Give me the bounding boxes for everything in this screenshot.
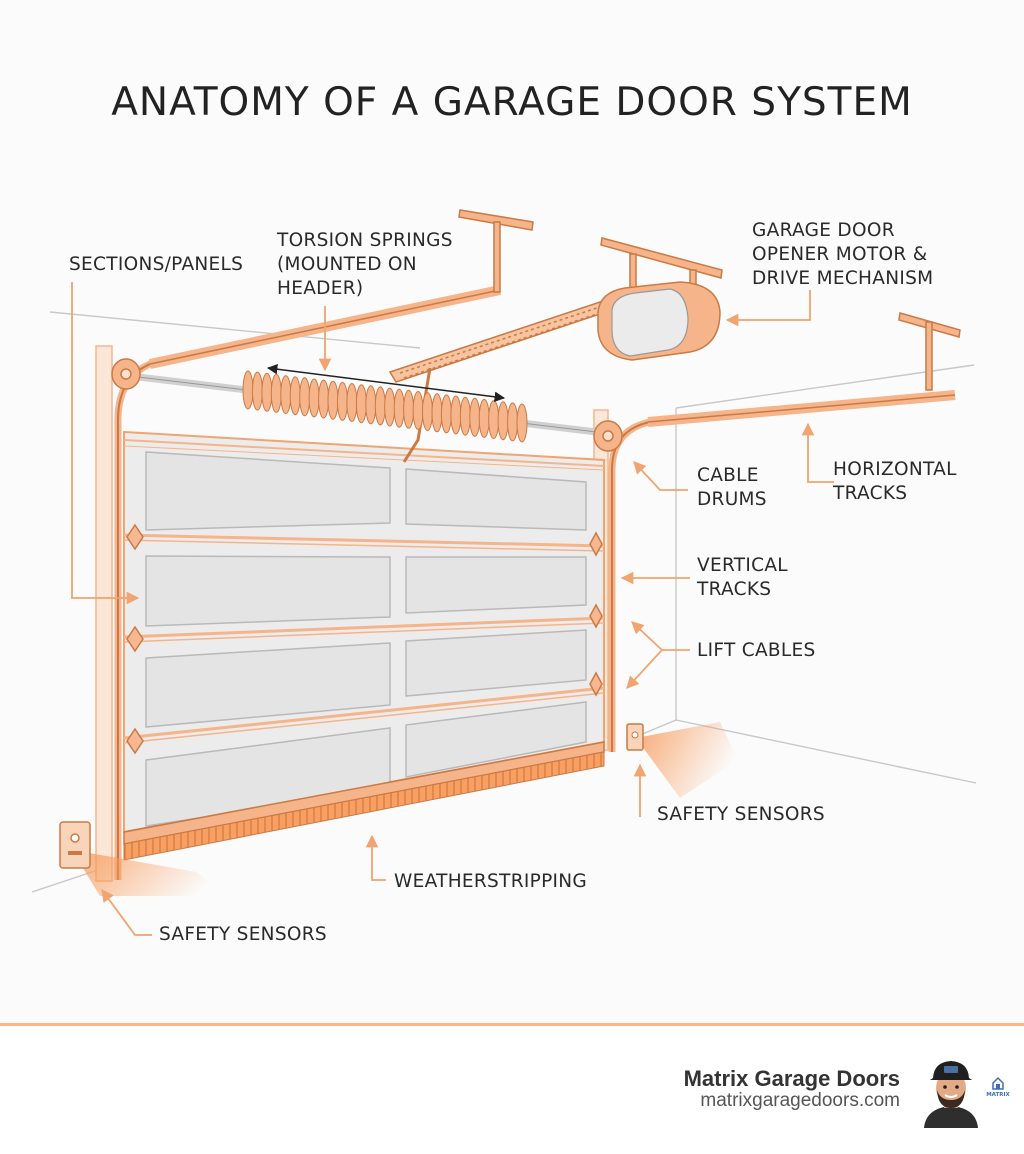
- spring-coil: [308, 378, 320, 418]
- label-line: DRIVE MECHANISM: [752, 268, 934, 289]
- label-text: SAFETY SENSORS: [657, 804, 825, 825]
- wall-lines: [31, 311, 977, 893]
- spring-coil: [318, 379, 330, 419]
- label-text: SECTIONS/PANELS: [69, 254, 244, 275]
- spring-coil: [365, 385, 377, 425]
- spring-coil: [450, 395, 462, 435]
- label-line: TORSION SPRINGS: [277, 230, 453, 251]
- label-line: HORIZONTAL: [833, 459, 957, 480]
- spring-coil: [422, 392, 433, 432]
- spring-coil: [516, 403, 528, 443]
- label-line: (MOUNTED ON: [277, 254, 417, 275]
- avatar: [924, 1061, 978, 1128]
- spring-coil: [469, 397, 481, 437]
- hinges: [126, 523, 603, 755]
- spring-coil: [242, 370, 254, 410]
- label-line: TRACKS: [833, 483, 908, 504]
- torsion-spring: [129, 370, 606, 443]
- label-sections-panels: SECTIONS/PANELS: [69, 253, 243, 277]
- brand-logo-badge: MATRIX: [986, 1076, 1011, 1098]
- spring-coil: [478, 398, 490, 438]
- label-line: CABLE: [697, 465, 759, 486]
- spring-coil: [431, 393, 443, 433]
- label-weatherstripping: WEATHERSTRIPPING: [394, 870, 587, 894]
- spring-coil: [393, 388, 405, 428]
- brand-url: matrixgaragedoors.com: [700, 1090, 900, 1111]
- spring-coil: [270, 373, 282, 413]
- cable-drums: [111, 358, 623, 452]
- spring-coil: [289, 376, 301, 416]
- spring-coil: [280, 375, 292, 415]
- label-cable-drums: CABLE DRUMS: [697, 464, 767, 512]
- weatherstripping-strip: [123, 741, 605, 861]
- label-line: HEADER): [277, 278, 364, 299]
- label-horizontal-tracks: HORIZONTAL TRACKS: [833, 458, 957, 506]
- label-torsion-springs: TORSION SPRINGS (MOUNTED ON HEADER): [277, 229, 453, 301]
- spring-coil: [355, 384, 367, 424]
- spring-coil: [488, 400, 500, 440]
- garage-door-panels: [123, 430, 605, 834]
- spring-coil: [507, 402, 519, 442]
- brand-name: Matrix Garage Doors: [683, 1066, 900, 1091]
- spring-coil: [403, 389, 415, 429]
- label-text: SAFETY SENSORS: [159, 924, 327, 945]
- label-line: GARAGE DOOR: [752, 220, 895, 241]
- label-vertical-tracks: VERTICAL TRACKS: [697, 554, 788, 602]
- spring-coil: [497, 401, 509, 441]
- footer-divider: [0, 1023, 1024, 1026]
- label-safety-sensors-left: SAFETY SENSORS: [159, 923, 327, 947]
- label-text: WEATHERSTRIPPING: [394, 871, 588, 892]
- spring-coil: [337, 381, 348, 421]
- label-line: OPENER MOTOR &: [752, 244, 928, 265]
- label-line: DRUMS: [697, 489, 767, 510]
- leader-arrows: [71, 282, 834, 936]
- label-lift-cables: LIFT CABLES: [697, 639, 816, 663]
- spring-coil: [384, 387, 396, 427]
- opener-motor: [597, 281, 721, 361]
- spring-coil: [459, 396, 471, 436]
- page-title: ANATOMY OF A GARAGE DOOR SYSTEM: [111, 80, 913, 125]
- label-line: TRACKS: [697, 579, 772, 600]
- spring-coil: [251, 371, 263, 411]
- spring-span-arrow: [266, 363, 506, 403]
- label-safety-sensors-right: SAFETY SENSORS: [657, 803, 825, 827]
- spring-coil: [412, 391, 424, 430]
- spring-coil: [346, 383, 358, 422]
- label-opener-motor: GARAGE DOOR OPENER MOTOR & DRIVE MECHANI…: [752, 219, 933, 291]
- spring-coil: [327, 380, 339, 420]
- label-line: VERTICAL: [697, 555, 788, 576]
- spring-coil: [261, 372, 273, 412]
- label-text: LIFT CABLES: [697, 640, 816, 661]
- spring-coil: [299, 377, 311, 417]
- spring-coil: [374, 386, 386, 426]
- safety-sensors: [59, 722, 738, 896]
- svg-text:MATRIX: MATRIX: [986, 1092, 1010, 1098]
- spring-coil: [440, 394, 452, 434]
